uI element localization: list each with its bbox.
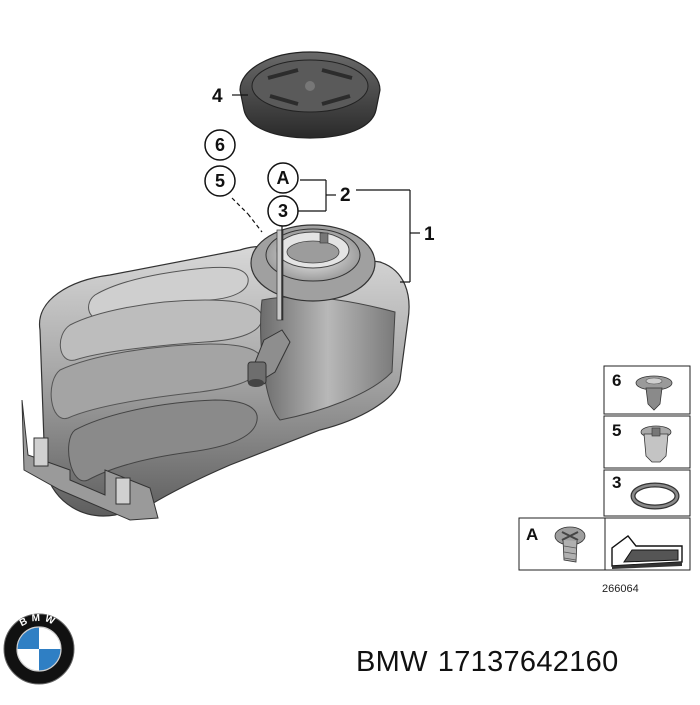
callout-6-label: 6	[215, 135, 225, 155]
leader-lines	[231, 94, 420, 320]
callout-4: 4	[212, 86, 223, 107]
callout-A-label: A	[277, 168, 290, 188]
callout-5: 5	[204, 165, 236, 197]
bleed-screw-icon	[554, 526, 586, 563]
expansion-tank	[21, 224, 410, 521]
inset-label-3: 3	[612, 473, 621, 492]
callout-3: 3	[267, 195, 299, 227]
reference-number: 266064	[602, 583, 639, 595]
cap	[239, 51, 381, 139]
callout-A: A	[267, 162, 299, 194]
callout-1: 1	[424, 224, 435, 245]
part-number: 17137642160	[437, 646, 619, 678]
o-ring-icon	[630, 482, 680, 510]
footer: BMW 17137642160	[356, 646, 629, 679]
bmw-logo: BMW	[3, 613, 75, 685]
inset-label-A: A	[526, 525, 538, 544]
push-rivet-icon	[635, 375, 673, 411]
arrow-sign-icon	[611, 535, 683, 569]
callout-3-label: 3	[278, 201, 288, 221]
inset-small-parts: 6 5 3 A	[518, 365, 691, 595]
clip-nut-icon	[640, 425, 672, 463]
inset-label-5: 5	[612, 421, 621, 440]
brand-name: BMW	[356, 646, 428, 678]
callout-6: 6	[204, 129, 236, 161]
callout-5-label: 5	[215, 171, 225, 191]
inset-label-6: 6	[612, 371, 621, 390]
callout-2: 2	[340, 185, 351, 206]
